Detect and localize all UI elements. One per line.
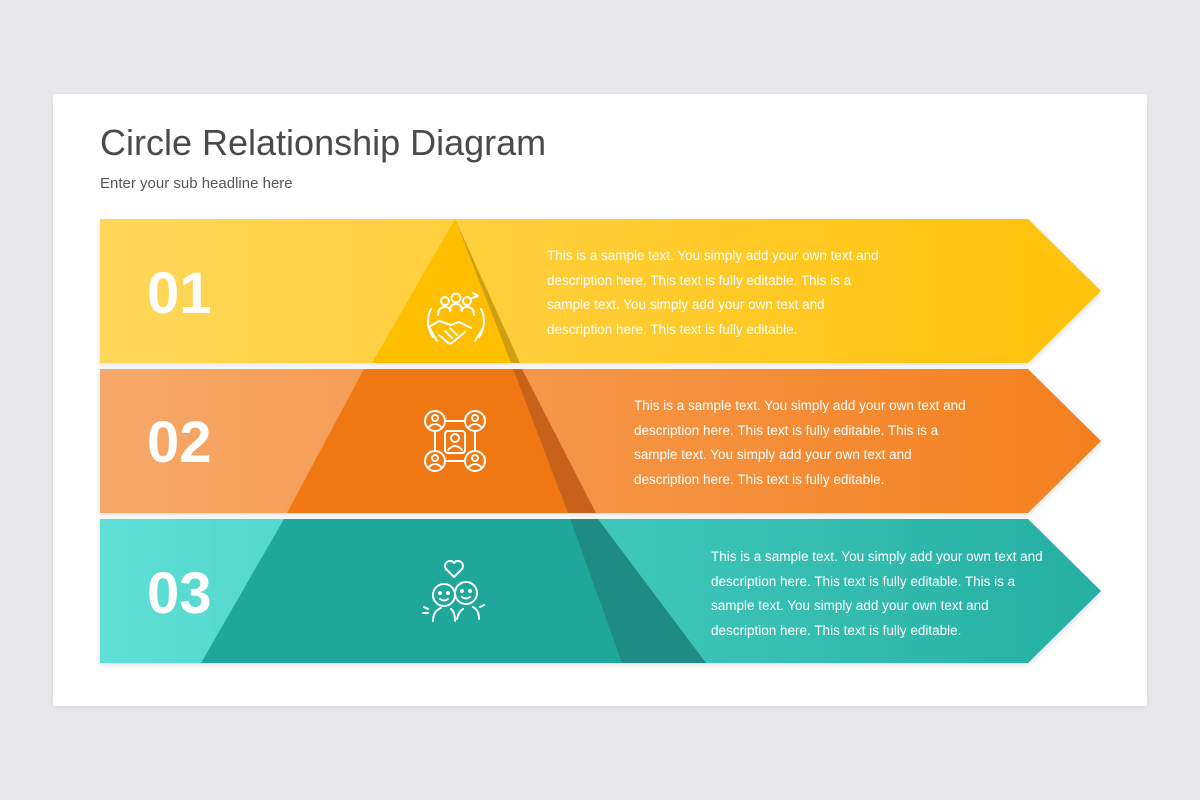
step-description-03: This is a sample text. You simply add yo… [711,549,1043,638]
step-number-01: 01 [147,261,212,326]
step-number-03: 03 [147,561,212,626]
pyramid-segment-02 [287,369,568,513]
band-01 [100,219,1101,363]
pyramid-segment-01 [372,219,511,363]
pyramid-side-03 [570,519,706,663]
friends-heart-icon [422,560,485,622]
pyramid-side-01 [455,219,520,363]
step-description-01: This is a sample text. You simply add yo… [547,248,879,337]
page-subtitle: Enter your sub headline here [100,175,293,192]
step-description-02: This is a sample text. You simply add yo… [634,398,966,487]
handshake-team-icon [427,292,485,345]
pyramid-side-02 [513,369,596,513]
team-network-icon [424,410,486,472]
pyramid-segment-03 [201,519,622,663]
page-title: Circle Relationship Diagram [100,122,547,163]
step-number-02: 02 [147,410,212,475]
